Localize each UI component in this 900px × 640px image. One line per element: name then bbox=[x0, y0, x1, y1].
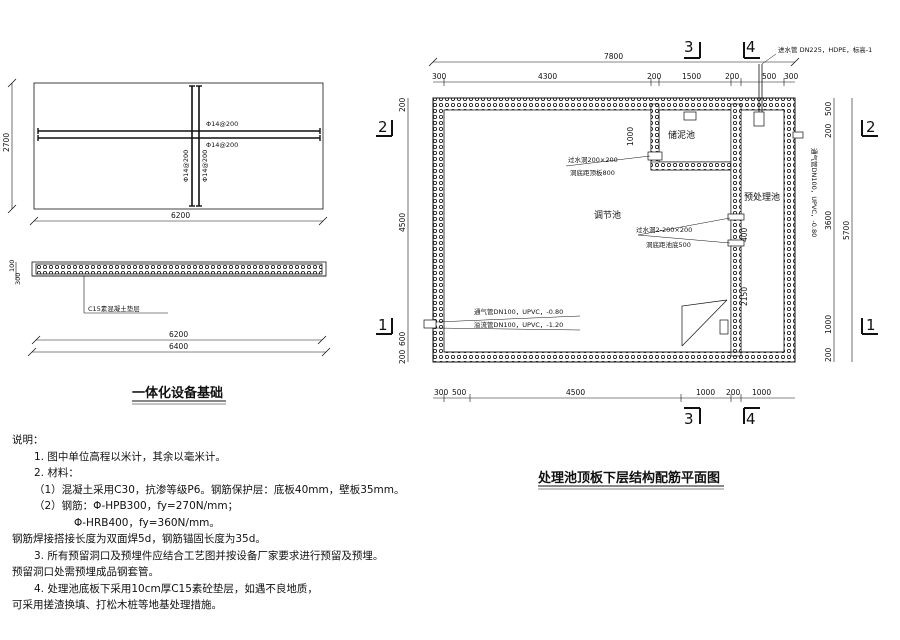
dimension-label: 1000 bbox=[824, 315, 833, 334]
section-marker-left-1: 1 bbox=[376, 316, 393, 335]
dimension-label: 200 bbox=[824, 347, 833, 362]
room-label-sediment: 储泥池 bbox=[668, 129, 695, 141]
section-marker-right-2: 2 bbox=[861, 118, 878, 137]
pretreatment-tank-area bbox=[740, 109, 785, 353]
foundation-plan: Φ14@200 Φ14@200 Φ14@200 Φ14@200 2700 620… bbox=[2, 78, 328, 226]
annotation-overflow-hole-2: 过水洞2-200×200 bbox=[636, 225, 692, 234]
section-marker-bottom-4: 4 bbox=[743, 407, 760, 428]
rebar-label: Φ14@200 bbox=[201, 150, 209, 182]
dimension-label: 6400 bbox=[169, 342, 188, 351]
note-line: （2）钢筋：Φ-HPB300，fy=270N/mm； bbox=[34, 500, 239, 512]
section-marker-right-1: 1 bbox=[861, 316, 878, 335]
dimension-label: 300 bbox=[784, 72, 799, 81]
dimension-label: 5700 bbox=[842, 221, 851, 240]
svg-text:4: 4 bbox=[746, 38, 756, 56]
dimension-label: 2150 bbox=[740, 287, 749, 306]
svg-text:4: 4 bbox=[746, 410, 756, 428]
dimension-label: 1000 bbox=[626, 127, 635, 146]
foundation-section: 100 300 C15素混凝土垫层 6200 6400 一体化设备基础 bbox=[8, 260, 331, 405]
svg-text:1: 1 bbox=[866, 316, 876, 334]
dimension-label: 4500 bbox=[398, 213, 407, 232]
inlet-opening bbox=[753, 111, 765, 127]
rebar-label: Φ14@200 bbox=[206, 120, 238, 128]
dimension-label: 300 bbox=[14, 273, 22, 285]
dimension-label: 200 bbox=[726, 388, 741, 397]
svg-text:1: 1 bbox=[378, 316, 388, 334]
vent-pipe-stub bbox=[423, 319, 437, 329]
manhole-marker bbox=[719, 319, 729, 335]
dimension-label: 1500 bbox=[682, 72, 701, 81]
section-marker-top-3: 3 bbox=[684, 38, 701, 59]
note-line: 1. 图中单位高程以米计，其余以毫米计。 bbox=[34, 450, 226, 463]
tank-plan: 储泥池 调节池 预处理池 过水洞200×200 洞底距顶板800 过水洞2-20… bbox=[376, 38, 878, 490]
annotation-overflow-hole-2: 洞底距池底500 bbox=[646, 240, 691, 249]
notes-heading: 说明： bbox=[12, 434, 44, 446]
cushion-label: C15素混凝土垫层 bbox=[88, 304, 140, 313]
slope-symbol bbox=[681, 299, 728, 346]
note-line: 预留洞口处需预埋成品钢套管。 bbox=[12, 566, 159, 578]
note-line: 钢筋焊接搭接长度为双面焊5d，钢筋锚固长度为35d。 bbox=[12, 533, 266, 545]
svg-text:3: 3 bbox=[684, 38, 694, 56]
dimension-label: 6200 bbox=[169, 330, 188, 339]
dimension-label: 1000 bbox=[696, 388, 715, 397]
dimension-label: 500 bbox=[824, 101, 833, 116]
annotation-overflow-pipe: 溢流管DN100，UPVC，-1.20 bbox=[474, 320, 563, 329]
dimension-label: 4300 bbox=[538, 72, 557, 81]
overflow-hole bbox=[647, 151, 663, 161]
dimension-label: 7800 bbox=[604, 52, 623, 61]
note-line: Φ-HRB400，fy=360N/mm。 bbox=[74, 516, 220, 529]
dimension-label: 500 bbox=[762, 72, 777, 81]
tank-title: 处理池顶板下层结构配筋平面图 bbox=[537, 470, 720, 486]
dimension-label: 200 bbox=[398, 97, 407, 112]
svg-text:2: 2 bbox=[378, 118, 388, 136]
note-line: 4. 处理池底板下采用10cm厚C15素砼垫层，如遇不良地质， bbox=[34, 582, 318, 595]
dimension-label: 200 bbox=[647, 72, 662, 81]
dimension-label: 2700 bbox=[2, 133, 11, 152]
vent-pipe-stub-right bbox=[792, 131, 804, 139]
overflow-hole bbox=[727, 213, 745, 221]
dimension-label: 400 bbox=[740, 227, 749, 242]
dimension-label: 500 bbox=[452, 388, 467, 397]
dimension-label: 200 bbox=[824, 123, 833, 138]
notes-block: 说明： 1. 图中单位高程以米计，其余以毫米计。 2. 材料： （1）混凝土采用… bbox=[12, 432, 442, 614]
note-line: 2. 材料： bbox=[34, 467, 79, 479]
dimension-label: 1000 bbox=[752, 388, 771, 397]
annotation-overflow-hole: 洞底距顶板800 bbox=[570, 168, 615, 177]
slab-section bbox=[35, 263, 323, 275]
annotation-overflow-hole: 过水洞200×200 bbox=[568, 155, 618, 164]
dimension-label: 300 bbox=[432, 72, 447, 81]
dimension-label: 200 bbox=[725, 72, 740, 81]
dimension-label: 300 bbox=[434, 388, 449, 397]
dimension-label: 600 bbox=[398, 331, 407, 346]
dimension-label: 3600 bbox=[824, 211, 833, 230]
annotation-inlet-pipe: 进水管 DN225，HDPE，标高-1 bbox=[778, 45, 872, 54]
dimension-label: 200 bbox=[398, 349, 407, 364]
section-marker-bottom-3: 3 bbox=[684, 407, 701, 428]
note-line: （1）混凝土采用C30，抗渗等级P6。钢筋保护层：底板40mm，壁板35mm。 bbox=[34, 483, 405, 496]
dimension-label: 4500 bbox=[566, 388, 585, 397]
section-marker-top-4: 4 bbox=[743, 38, 760, 59]
room-label-pretreatment: 预处理池 bbox=[744, 191, 780, 203]
annotation-vent-pipe: 通气管DN100，UPVC，-0.80 bbox=[474, 307, 563, 316]
svg-text:2: 2 bbox=[866, 118, 876, 136]
foundation-title: 一体化设备基础 bbox=[132, 385, 223, 401]
section-marker-left-2: 2 bbox=[376, 118, 393, 137]
dimension-label: 6200 bbox=[171, 211, 190, 220]
foundation-slab-outline bbox=[33, 82, 324, 210]
rebar-label: Φ14@200 bbox=[182, 150, 190, 182]
room-label-regulating: 调节池 bbox=[594, 209, 621, 221]
dimension-label: 100 bbox=[8, 260, 16, 272]
note-line: 3. 所有预留洞口及预埋件应结合工艺图并按设备厂家要求进行预留及预埋。 bbox=[34, 549, 384, 562]
svg-text:3: 3 bbox=[684, 410, 694, 428]
manhole-marker bbox=[683, 111, 697, 121]
rebar-label: Φ14@200 bbox=[206, 141, 238, 149]
note-line: 可采用搓渣换填、打松木桩等地基处理措施。 bbox=[12, 599, 222, 611]
annotation-vent-pipe-right: 通气管DN100，UPVC，-0.80 bbox=[810, 148, 819, 237]
